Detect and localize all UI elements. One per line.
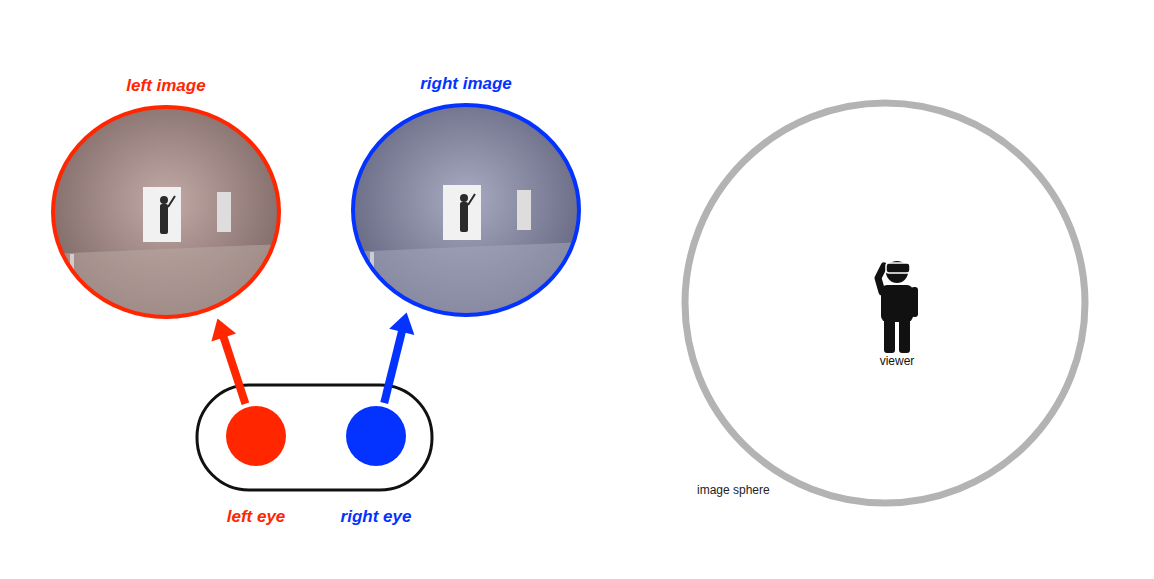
photo-window — [443, 185, 481, 240]
arrow-shaft — [384, 328, 403, 403]
photo-floor — [350, 242, 582, 318]
photo-person-head — [160, 196, 168, 204]
photo-window — [217, 192, 231, 232]
viewer-body — [881, 285, 913, 322]
sphere-node: image sphere — [681, 99, 1089, 507]
arrow-head — [389, 313, 414, 336]
right-image-ellipse — [353, 105, 579, 315]
right-eye-circle — [346, 406, 406, 466]
photo-window — [517, 190, 531, 230]
photo-window — [143, 187, 181, 242]
photo-pipe — [370, 252, 374, 297]
eye-node: left eye — [196, 406, 316, 532]
vr-headset — [886, 263, 910, 273]
eye-to-image-arrow — [211, 319, 245, 404]
eye-label: right eye — [316, 507, 436, 527]
image-node: left image — [50, 74, 282, 322]
eye-shape — [226, 406, 286, 466]
eye-shape — [346, 406, 406, 466]
photo-person-arm — [468, 194, 475, 205]
photo-ground — [350, 102, 582, 318]
eye-to-image-arrow — [384, 313, 414, 403]
image-ellipse — [350, 102, 582, 318]
photo-person-head — [460, 194, 468, 202]
image-sphere-circle — [685, 103, 1085, 503]
eye-node: right eye — [316, 406, 436, 532]
left-eye-circle — [226, 406, 286, 466]
headset-outline — [197, 385, 432, 490]
photo-pipe — [70, 254, 74, 299]
image-ellipse — [50, 104, 282, 320]
viewer-leg — [899, 318, 910, 353]
arrow-shaft — [222, 334, 245, 404]
viewer-figure — [878, 261, 918, 353]
left-image-ellipse — [53, 107, 279, 317]
photo-person-body — [460, 202, 468, 232]
image-node: right image — [350, 72, 582, 320]
viewer-label: viewer — [847, 354, 947, 368]
image-heading: left image — [50, 76, 282, 96]
photo-person-body — [160, 204, 168, 234]
arrow-head — [211, 319, 236, 342]
image-heading: right image — [350, 74, 582, 94]
viewer-leg — [884, 318, 895, 353]
sphere-label: image sphere — [697, 483, 770, 497]
viewer-arm — [911, 287, 918, 317]
photo — [350, 102, 582, 318]
photo-floor — [50, 244, 282, 320]
eye-label: left eye — [196, 507, 316, 527]
photo-person-arm — [168, 196, 175, 207]
photo-ground — [50, 104, 282, 320]
photo — [50, 104, 282, 320]
sphere-shape — [681, 99, 1089, 507]
